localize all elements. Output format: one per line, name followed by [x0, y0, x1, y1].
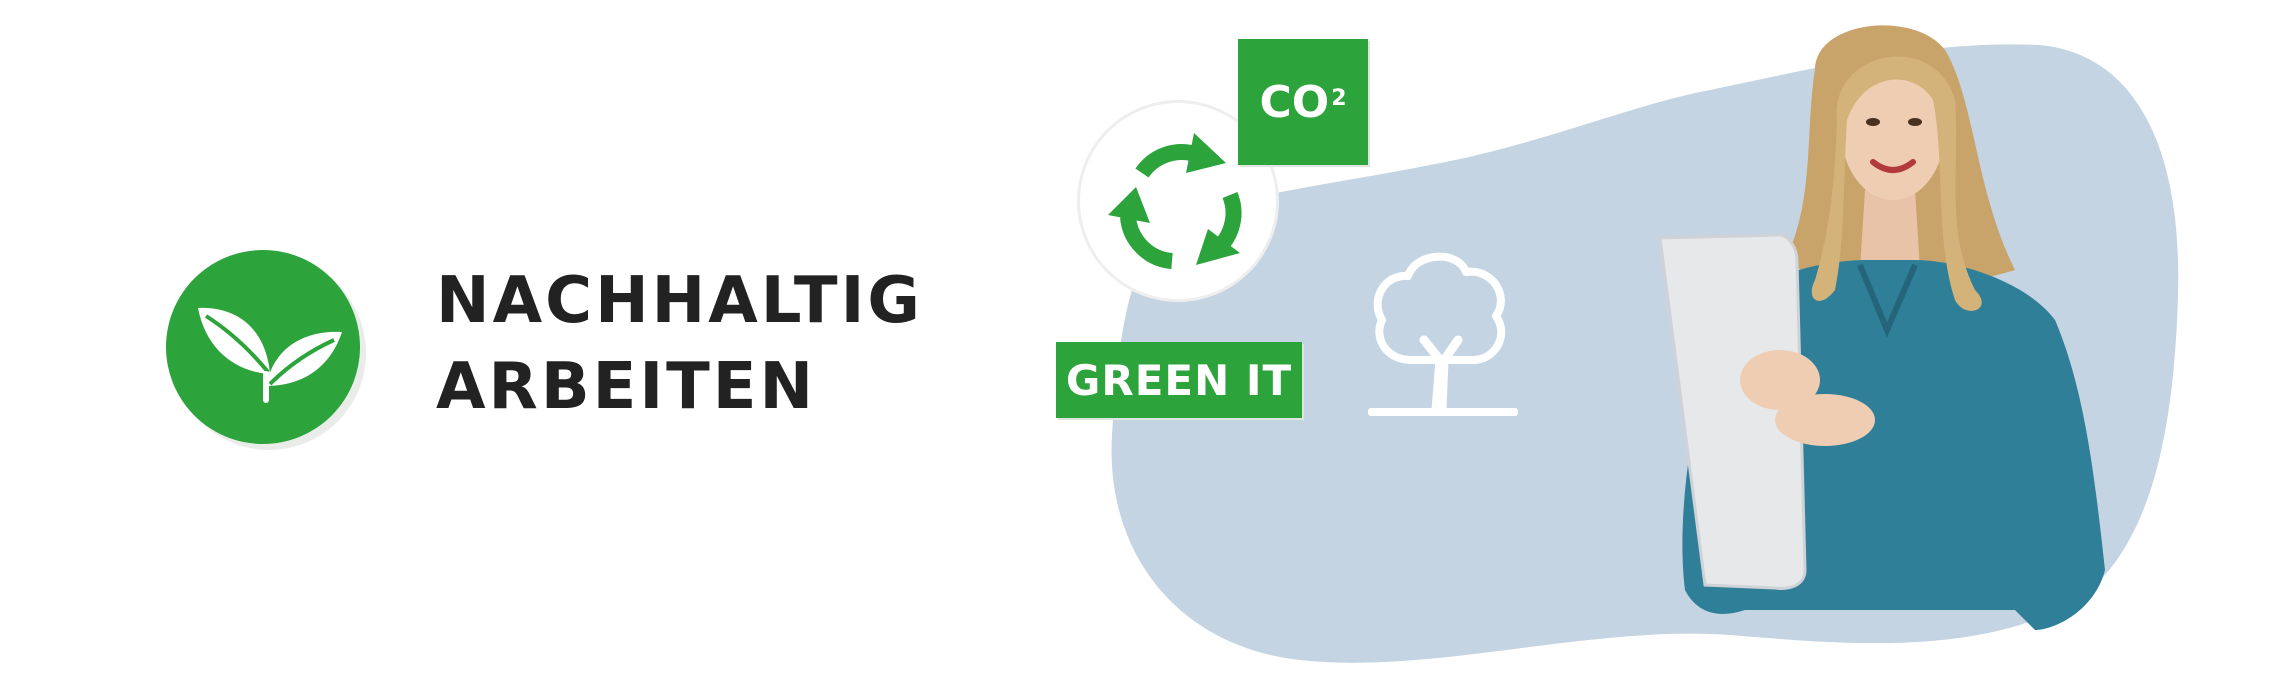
green-it-label: GREEN IT — [1065, 355, 1293, 405]
person-illustration — [1658, 25, 2105, 630]
leaf-badge — [166, 250, 360, 444]
green-it-tag: GREEN IT — [1056, 342, 1302, 418]
headline-line-1: NACHHALTIG — [436, 264, 923, 338]
headline: NACHHALTIG ARBEITEN — [436, 258, 923, 430]
tree-icon — [1368, 252, 1518, 416]
leaf-icon — [166, 250, 360, 444]
recycle-icon — [1108, 133, 1242, 269]
co2-superscript: 2 — [1331, 85, 1347, 111]
headline-line-2: ARBEITEN — [436, 350, 817, 424]
co2-label: CO — [1259, 76, 1330, 128]
